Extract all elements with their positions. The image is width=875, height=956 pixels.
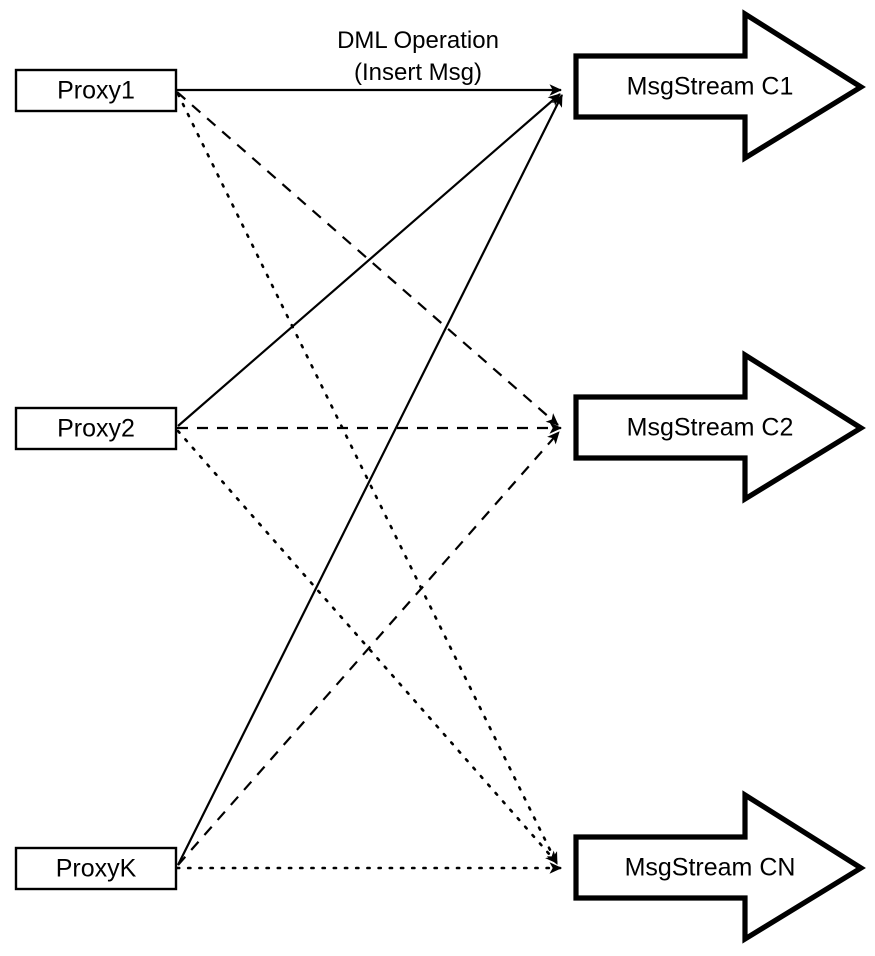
node-proxy1-box[interactable] — [14, 68, 178, 113]
node-msgstream-c2-arrow[interactable] — [573, 350, 866, 504]
edge-proxyk-to-c2 — [177, 431, 560, 866]
edge-group-proxy2 — [176, 93, 562, 865]
node-proxyk-label: ProxyK — [56, 855, 137, 883]
node-proxy2[interactable]: Proxy2 — [14, 406, 178, 451]
node-proxy2-label: Proxy2 — [57, 415, 135, 443]
node-proxy1-label: Proxy1 — [57, 77, 135, 105]
edge-proxy1-to-c2 — [176, 91, 559, 426]
node-msgstream-c2[interactable]: MsgStream C2 — [573, 350, 866, 504]
node-msgstream-cn-arrow[interactable] — [573, 790, 866, 944]
node-msgstream-c1[interactable]: MsgStream C1 — [573, 9, 866, 163]
node-msgstream-c1-arrow[interactable] — [573, 9, 866, 163]
edge-proxy2-to-c1 — [177, 93, 561, 427]
edge-proxy1-to-cn — [176, 92, 559, 866]
edge-proxy2-to-cn — [176, 429, 559, 865]
edge-group-proxy1 — [176, 84, 562, 866]
node-msgstream-cn[interactable]: MsgStream CN — [573, 790, 866, 944]
node-proxy2-box[interactable] — [14, 406, 178, 451]
node-msgstream-c1-label: MsgStream C1 — [627, 73, 794, 101]
node-proxyk-box[interactable] — [14, 846, 178, 891]
node-msgstream-cn-label: MsgStream CN — [625, 854, 796, 882]
edge-group-proxyk — [175, 94, 563, 874]
node-proxy1[interactable]: Proxy1 — [14, 68, 178, 113]
node-proxyk[interactable]: ProxyK — [14, 846, 178, 891]
edge-caption: DML Operation (Insert Msg) — [337, 27, 499, 86]
edge-proxyk-to-c1 — [177, 94, 563, 866]
edge-caption-line1: DML Operation — [337, 27, 499, 54]
edge-caption-line2: (Insert Msg) — [354, 59, 482, 86]
node-msgstream-c2-label: MsgStream C2 — [627, 414, 794, 442]
